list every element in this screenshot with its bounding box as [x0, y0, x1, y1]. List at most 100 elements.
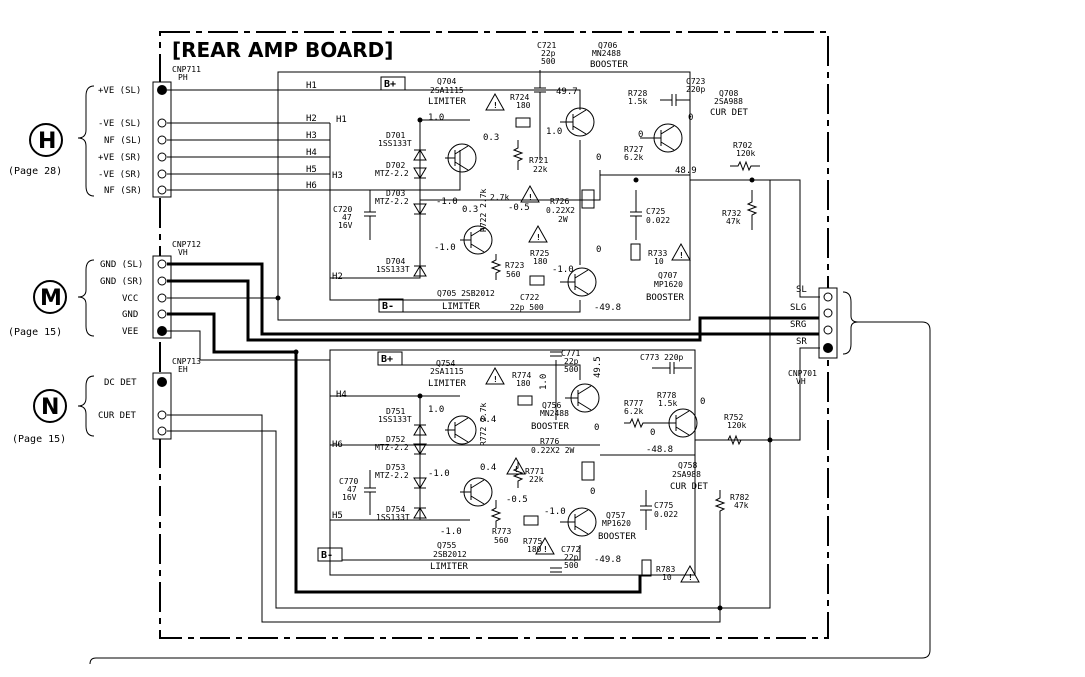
c722-val: 22p 500: [510, 303, 544, 312]
cnp711-pin-label: NF (SL): [104, 136, 142, 146]
warning-icon-mark: !: [688, 573, 693, 582]
c772-val: 22p: [564, 553, 579, 562]
ref-circle-letter: N: [41, 395, 59, 420]
junction-dot: [749, 177, 755, 183]
resistor-r733: [630, 243, 641, 261]
capacitor-c770: [364, 470, 376, 515]
cnp712-pin-label: GND (SL): [100, 260, 143, 270]
resistor-r773: [490, 500, 502, 528]
transistor-q704-leads: [445, 145, 469, 171]
capacitor-c720: [364, 190, 376, 240]
cnp713-pin2: [157, 410, 167, 420]
voltage-reading: 0.3: [483, 133, 499, 143]
board-outline: [159, 31, 829, 639]
q757-ref: Q757: [606, 511, 625, 520]
junction-dot: [767, 437, 773, 443]
ref-circle-m: M (Page 15): [8, 280, 67, 338]
q708-part: 2SA988: [714, 97, 743, 106]
connector-cnp713: CNP713 EH DC DET CUR DET: [77, 357, 201, 440]
diode-d754: [413, 507, 427, 519]
net-label: H2: [332, 272, 343, 282]
cnp701-pin4: [823, 343, 833, 353]
q758-part: 2SA988: [672, 470, 701, 479]
warning-icon-mark: !: [679, 251, 684, 260]
cnp711-type: PH: [178, 73, 188, 82]
capacitor-c773: [652, 362, 692, 374]
voltage-reading: -1.0: [552, 265, 574, 275]
c720-val: 47: [342, 213, 352, 222]
d701-part: 1SS133T: [378, 139, 412, 148]
r778-val: 1.5k: [658, 399, 677, 408]
warning-icon-mark: !: [493, 101, 498, 110]
transistor-q707-leads: [560, 269, 589, 295]
capacitor-c723: [660, 94, 690, 106]
wire-external-loop: [89, 321, 931, 665]
rail-label: B-: [382, 301, 394, 312]
net-label: H5: [332, 511, 343, 521]
warning-icon: [520, 184, 540, 203]
cnp711-pin6: [157, 185, 167, 195]
connector-cnp701: SL SLG SRG SR CNP701 VH: [788, 285, 859, 386]
voltage-reading: 1.0: [428, 405, 444, 415]
cnp711-pin5: [157, 169, 167, 179]
cnp712-housing: [152, 255, 172, 339]
q704-func: LIMITER: [428, 97, 467, 107]
resistor-r752: [720, 434, 750, 446]
rail-label: B-: [321, 550, 333, 561]
voltage-reading: 0: [650, 428, 655, 438]
warning-icon: [506, 456, 526, 475]
ref-circle-m-ring: [33, 280, 67, 314]
transistor-q755-leads: [460, 479, 485, 505]
net-label: H4: [306, 148, 317, 158]
voltage-reading: -0.5: [506, 495, 528, 505]
cnp711-name: CNP711: [172, 65, 201, 74]
voltage-reading: 0.4: [480, 463, 496, 473]
r752-ref: R752: [724, 413, 743, 422]
rail-label: B+: [381, 354, 393, 365]
r783-val: 10: [662, 573, 672, 582]
q708-ref: Q708: [719, 89, 738, 98]
cnp713-brace: [77, 375, 95, 437]
d754-ref: D754: [386, 505, 405, 514]
r772-ref: R772 2.7k: [479, 402, 488, 446]
wire-bplus-top: [405, 89, 581, 110]
d753-ref: D753: [386, 463, 405, 472]
d753-part: MTZ-2.2: [375, 471, 409, 480]
net-label: H5: [306, 165, 317, 175]
r727-ref: R727: [624, 145, 643, 154]
q754-func: LIMITER: [428, 379, 467, 389]
c773-ref: C773 220p: [640, 353, 684, 362]
d754-part: 1SS133T: [376, 513, 410, 522]
r702-ref: R702: [733, 141, 752, 150]
r721-ref: R721: [529, 156, 548, 165]
rail-box: [378, 298, 404, 313]
ref-circle-letter: H: [38, 129, 56, 154]
q707-part: MP1620: [654, 280, 683, 289]
cnp711-pin-label: +VE (SR): [98, 153, 141, 163]
resistor-r726: [581, 189, 595, 209]
junction-dot: [717, 605, 723, 611]
q754-part: 2SA1115: [430, 367, 464, 376]
r732-val: 47k: [726, 217, 741, 226]
q707-ref: Q707: [658, 271, 677, 280]
c770-ref: C770: [339, 477, 358, 486]
q758-func: CUR DET: [670, 482, 709, 492]
junction-dot: [417, 117, 423, 123]
q757-func: BOOSTER: [598, 532, 637, 542]
transistor-q756-leads: [565, 385, 592, 411]
c725-ref: C725: [646, 207, 665, 216]
junction-dot: [293, 349, 299, 355]
diode-d753: [413, 477, 427, 489]
rail-bminus-bot: B-: [317, 547, 343, 562]
warning-icon: [528, 224, 548, 243]
wire-internal: [330, 360, 695, 561]
q755-func: LIMITER: [430, 562, 469, 572]
voltage-reading: 0: [638, 130, 643, 140]
wire-gnd-sr: [167, 279, 820, 342]
r774-val: 180: [516, 379, 531, 388]
voltage-reading: -1.0: [434, 243, 456, 253]
q705-ref: Q705 2SB2012: [437, 289, 495, 298]
cnp713-pin-label: DC DET: [104, 378, 137, 388]
r725-val: 180: [533, 257, 548, 266]
